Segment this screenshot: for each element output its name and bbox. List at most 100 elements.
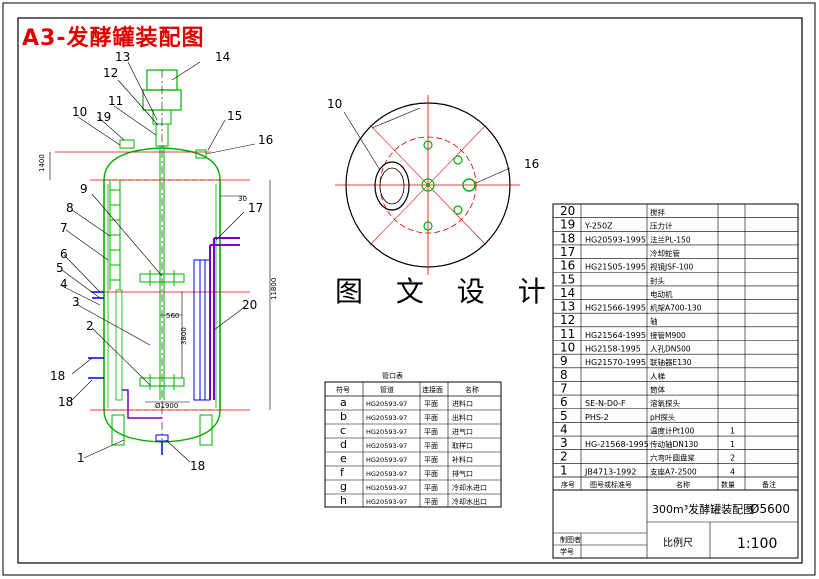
parts-cell: 人梯 xyxy=(650,371,665,381)
parts-cell: 六弯叶圆盘桨 xyxy=(650,453,695,463)
label-19: 19 xyxy=(96,110,111,124)
parts-cell: 压力计 xyxy=(650,221,673,231)
nozzle-cell: 平面 xyxy=(424,400,438,408)
parts-list-table xyxy=(552,203,799,559)
parts-cell: 搅拌 xyxy=(650,207,665,217)
nozzle-table-headers: 符号 管道 连接面 名称 xyxy=(336,385,479,394)
label-14: 14 xyxy=(215,50,230,64)
label-13: 13 xyxy=(115,50,130,64)
nozzle-header-face: 连接面 xyxy=(422,385,443,394)
parts-cell: 9 xyxy=(560,354,568,368)
parts-cell: 封头 xyxy=(650,275,665,285)
parts-cell: 17 xyxy=(560,245,575,259)
nozzle-cell: 平面 xyxy=(424,470,438,478)
nozzle-cell: HG20593-97 xyxy=(366,428,407,436)
design-watermark-text: 图 文 设 计 xyxy=(335,275,558,308)
parts-cell: SE-N-D0-F xyxy=(585,399,626,408)
label-18-b: 18 xyxy=(58,395,73,409)
top-head xyxy=(103,147,221,181)
label-16: 16 xyxy=(258,133,273,147)
nozzle-cell: 平面 xyxy=(424,456,438,464)
parts-cell: 人孔DN500 xyxy=(650,345,691,354)
parts-cell: HG20593-1995 xyxy=(585,235,646,244)
parts-cell: 19 xyxy=(560,218,575,232)
label-18-c: 18 xyxy=(190,459,205,473)
nozzle-cell: d xyxy=(340,438,347,451)
label-20: 20 xyxy=(242,298,257,312)
manhole xyxy=(374,161,410,211)
nozzle-cell: 排气口 xyxy=(452,469,473,478)
parts-cell: 视镜JSF-100 xyxy=(650,262,694,272)
part-labels: 13 14 12 11 10 19 15 16 9 8 7 6 5 4 3 2 … xyxy=(50,50,539,473)
label-18-a: 18 xyxy=(50,369,65,383)
parts-cell: HG21564-1995 xyxy=(585,331,646,340)
parts-cell: 12 xyxy=(560,313,575,327)
dim-3800: 3800 xyxy=(180,327,188,345)
inner-frame xyxy=(17,17,803,564)
parts-cell: 机架A700-130 xyxy=(650,303,702,313)
label-12: 12 xyxy=(103,66,118,80)
drawing-name: 300m³发酵罐装配图 xyxy=(652,502,754,516)
parts-cell: 4 xyxy=(730,467,735,476)
dim-30: 30 xyxy=(238,195,247,203)
top-view xyxy=(335,95,520,275)
nozzle-cell: 平面 xyxy=(424,442,438,450)
parts-cell: 1 xyxy=(560,463,568,477)
dim-1400: 1400 xyxy=(38,154,46,172)
drawing-title: A3-发酵罐装配图 xyxy=(22,26,205,51)
nozzle-cell: e xyxy=(340,452,347,465)
sight-glass xyxy=(462,178,476,192)
parts-header-std: 图号或标准号 xyxy=(590,480,632,489)
parts-cell: 2 xyxy=(730,454,735,463)
nozzle-cell: 进气口 xyxy=(452,427,473,436)
nozzle-cell: g xyxy=(340,480,347,493)
nozzle-cell: 平面 xyxy=(424,414,438,422)
parts-cell: 14 xyxy=(560,286,575,300)
nozzle-cell: 平面 xyxy=(424,428,438,436)
nozzle-cell: c xyxy=(340,424,346,437)
parts-cell: 20 xyxy=(560,204,575,218)
parts-cell: pH探头 xyxy=(650,412,676,422)
scale-label: 比例尺 xyxy=(663,536,693,549)
nozzle-cell: 平面 xyxy=(424,498,438,506)
nozzle-cell: HG20593-97 xyxy=(366,498,407,506)
dimension-labels: 1400 11800 3800 560 Ø1900 30 xyxy=(38,154,278,410)
dim-560: 560 xyxy=(166,312,179,320)
parts-cell: HG2158-1995 xyxy=(585,345,641,354)
nozzle-header-standard: 管道 xyxy=(380,385,394,394)
parts-cell: 1 xyxy=(730,440,735,449)
nozzle-cell: 冷却水出口 xyxy=(452,497,487,506)
parts-cell: 温度计Pt100 xyxy=(650,425,695,435)
nozzle-cell: HG20593-97 xyxy=(366,400,407,408)
nozzle-header-name: 名称 xyxy=(465,385,479,394)
nozzle-header-symbol: 符号 xyxy=(336,385,350,394)
parts-header-remark: 备注 xyxy=(762,480,776,489)
parts-cell: 10 xyxy=(560,341,575,355)
parts-cell: 16 xyxy=(560,259,575,273)
parts-cell: 法兰PL-150 xyxy=(650,234,691,244)
dim-1900: Ø1900 xyxy=(155,402,178,410)
label-6: 6 xyxy=(60,247,68,261)
label-1: 1 xyxy=(77,451,85,465)
parts-cell: PHS-2 xyxy=(585,413,609,422)
parts-header-no: 序号 xyxy=(561,480,575,489)
nozzle-cell: 进料口 xyxy=(452,399,473,408)
parts-cell: 电动机 xyxy=(650,289,673,299)
title-block: 300m³发酵罐装配图 Ø5600 比例尺 1:100 制图者 学号 xyxy=(560,502,790,556)
parts-cell: 接管M900 xyxy=(650,330,686,340)
parts-cell: 溶氧探头 xyxy=(650,398,680,408)
label-2: 2 xyxy=(86,319,94,333)
label-9: 9 xyxy=(80,182,88,196)
label-16-top-view: 16 xyxy=(524,157,539,171)
drawn-by-label: 制图者 xyxy=(560,535,581,544)
student-id-label: 学号 xyxy=(560,547,574,556)
nozzle-cell: h xyxy=(340,494,347,507)
ladder xyxy=(109,180,121,290)
parts-cell: HG21505-1995 xyxy=(585,263,646,272)
parts-cell: JB4713-1992 xyxy=(584,467,636,476)
nozzle-cell: 冷却水进口 xyxy=(452,483,487,492)
parts-cell: 7 xyxy=(560,381,568,395)
nozzle-cell: 平面 xyxy=(424,484,438,492)
label-10: 10 xyxy=(72,105,87,119)
parts-cell: 联轴器E130 xyxy=(650,357,692,367)
